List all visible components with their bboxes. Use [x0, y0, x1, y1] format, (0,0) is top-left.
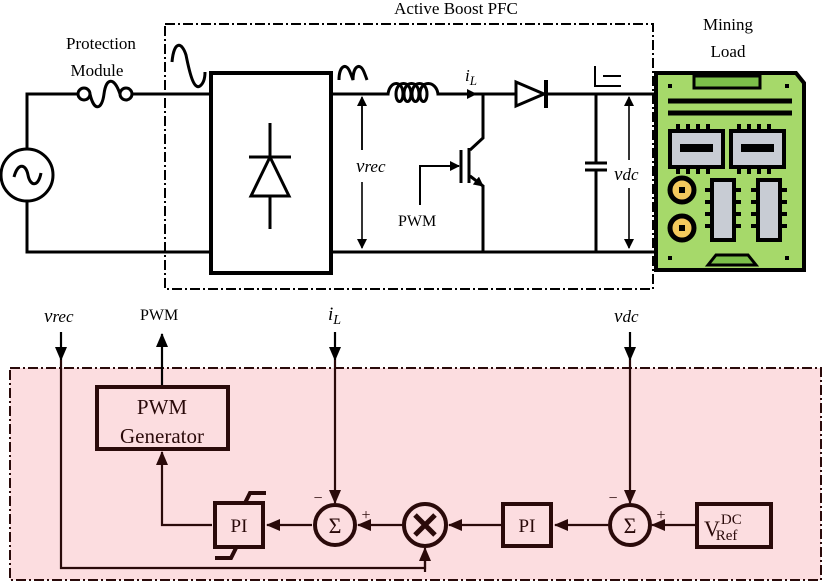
igbt-switch-icon: [419, 94, 485, 252]
ac-source-icon: [0, 92, 212, 254]
minus-sign-2: −: [608, 490, 617, 507]
current-pi-label: PI: [231, 516, 248, 537]
il-label: iL: [465, 66, 477, 88]
power-stage: Active Boost PFC Protection Module: [0, 0, 806, 290]
rectified-waveform-icon: [337, 65, 369, 81]
pwm-generator-block: [95, 385, 230, 451]
mining-label-1: Mining: [703, 15, 754, 34]
mining-label-2: Load: [711, 42, 746, 61]
current-sum-junction: [313, 503, 357, 547]
sum-symbol: Σ: [329, 513, 342, 538]
pwm-generator-label-1: PWM: [137, 395, 188, 419]
diode-icon: [248, 153, 292, 198]
minus-sign: −: [313, 490, 322, 507]
ac-waveform-icon: [170, 43, 207, 89]
ctrl-vrec-label: vrec: [44, 306, 74, 327]
inductor-icon: [386, 82, 440, 103]
pwm-gate-label: PWM: [398, 213, 436, 230]
multiplier-junction: [402, 502, 448, 548]
protection-label-2: Module: [71, 61, 124, 80]
multiply-icon: [413, 513, 437, 537]
vref-block: [695, 502, 773, 549]
bridge-rectifier: [209, 71, 333, 275]
protection-label-1: Protection: [66, 34, 136, 53]
mining-board-icon: [654, 71, 806, 272]
vdc-label: vdc: [614, 164, 639, 185]
voltage-pi-label: PI: [519, 516, 536, 537]
plus-sign: +: [361, 507, 370, 524]
active-boost-pfc-group: [164, 23, 654, 290]
plus-sign-2: +: [656, 507, 665, 524]
active-boost-pfc-label: Active Boost PFC: [394, 0, 518, 18]
vrec-label: vrec: [356, 156, 386, 177]
voltage-sum-junction: [608, 503, 652, 547]
current-pi-block: [213, 501, 265, 549]
ctrl-il-label: iL: [328, 304, 341, 328]
ctrl-vdc-label: vdc: [614, 306, 639, 327]
limiter-icon: [243, 491, 266, 504]
boost-diode-icon: [514, 79, 548, 109]
fuse-icon: [76, 79, 212, 109]
ctrl-pwm-label: PWM: [140, 307, 178, 324]
dc-symbol-icon: [594, 66, 621, 87]
sum-symbol-2: Σ: [624, 513, 637, 538]
dc-link-capacitor-icon: [585, 94, 607, 252]
pwm-generator-label-2: Generator: [120, 424, 204, 448]
control-loop: vrec PWM iL vdc PWM Generator PI Σ − +: [9, 304, 822, 581]
voltage-pi-block: [501, 502, 553, 548]
